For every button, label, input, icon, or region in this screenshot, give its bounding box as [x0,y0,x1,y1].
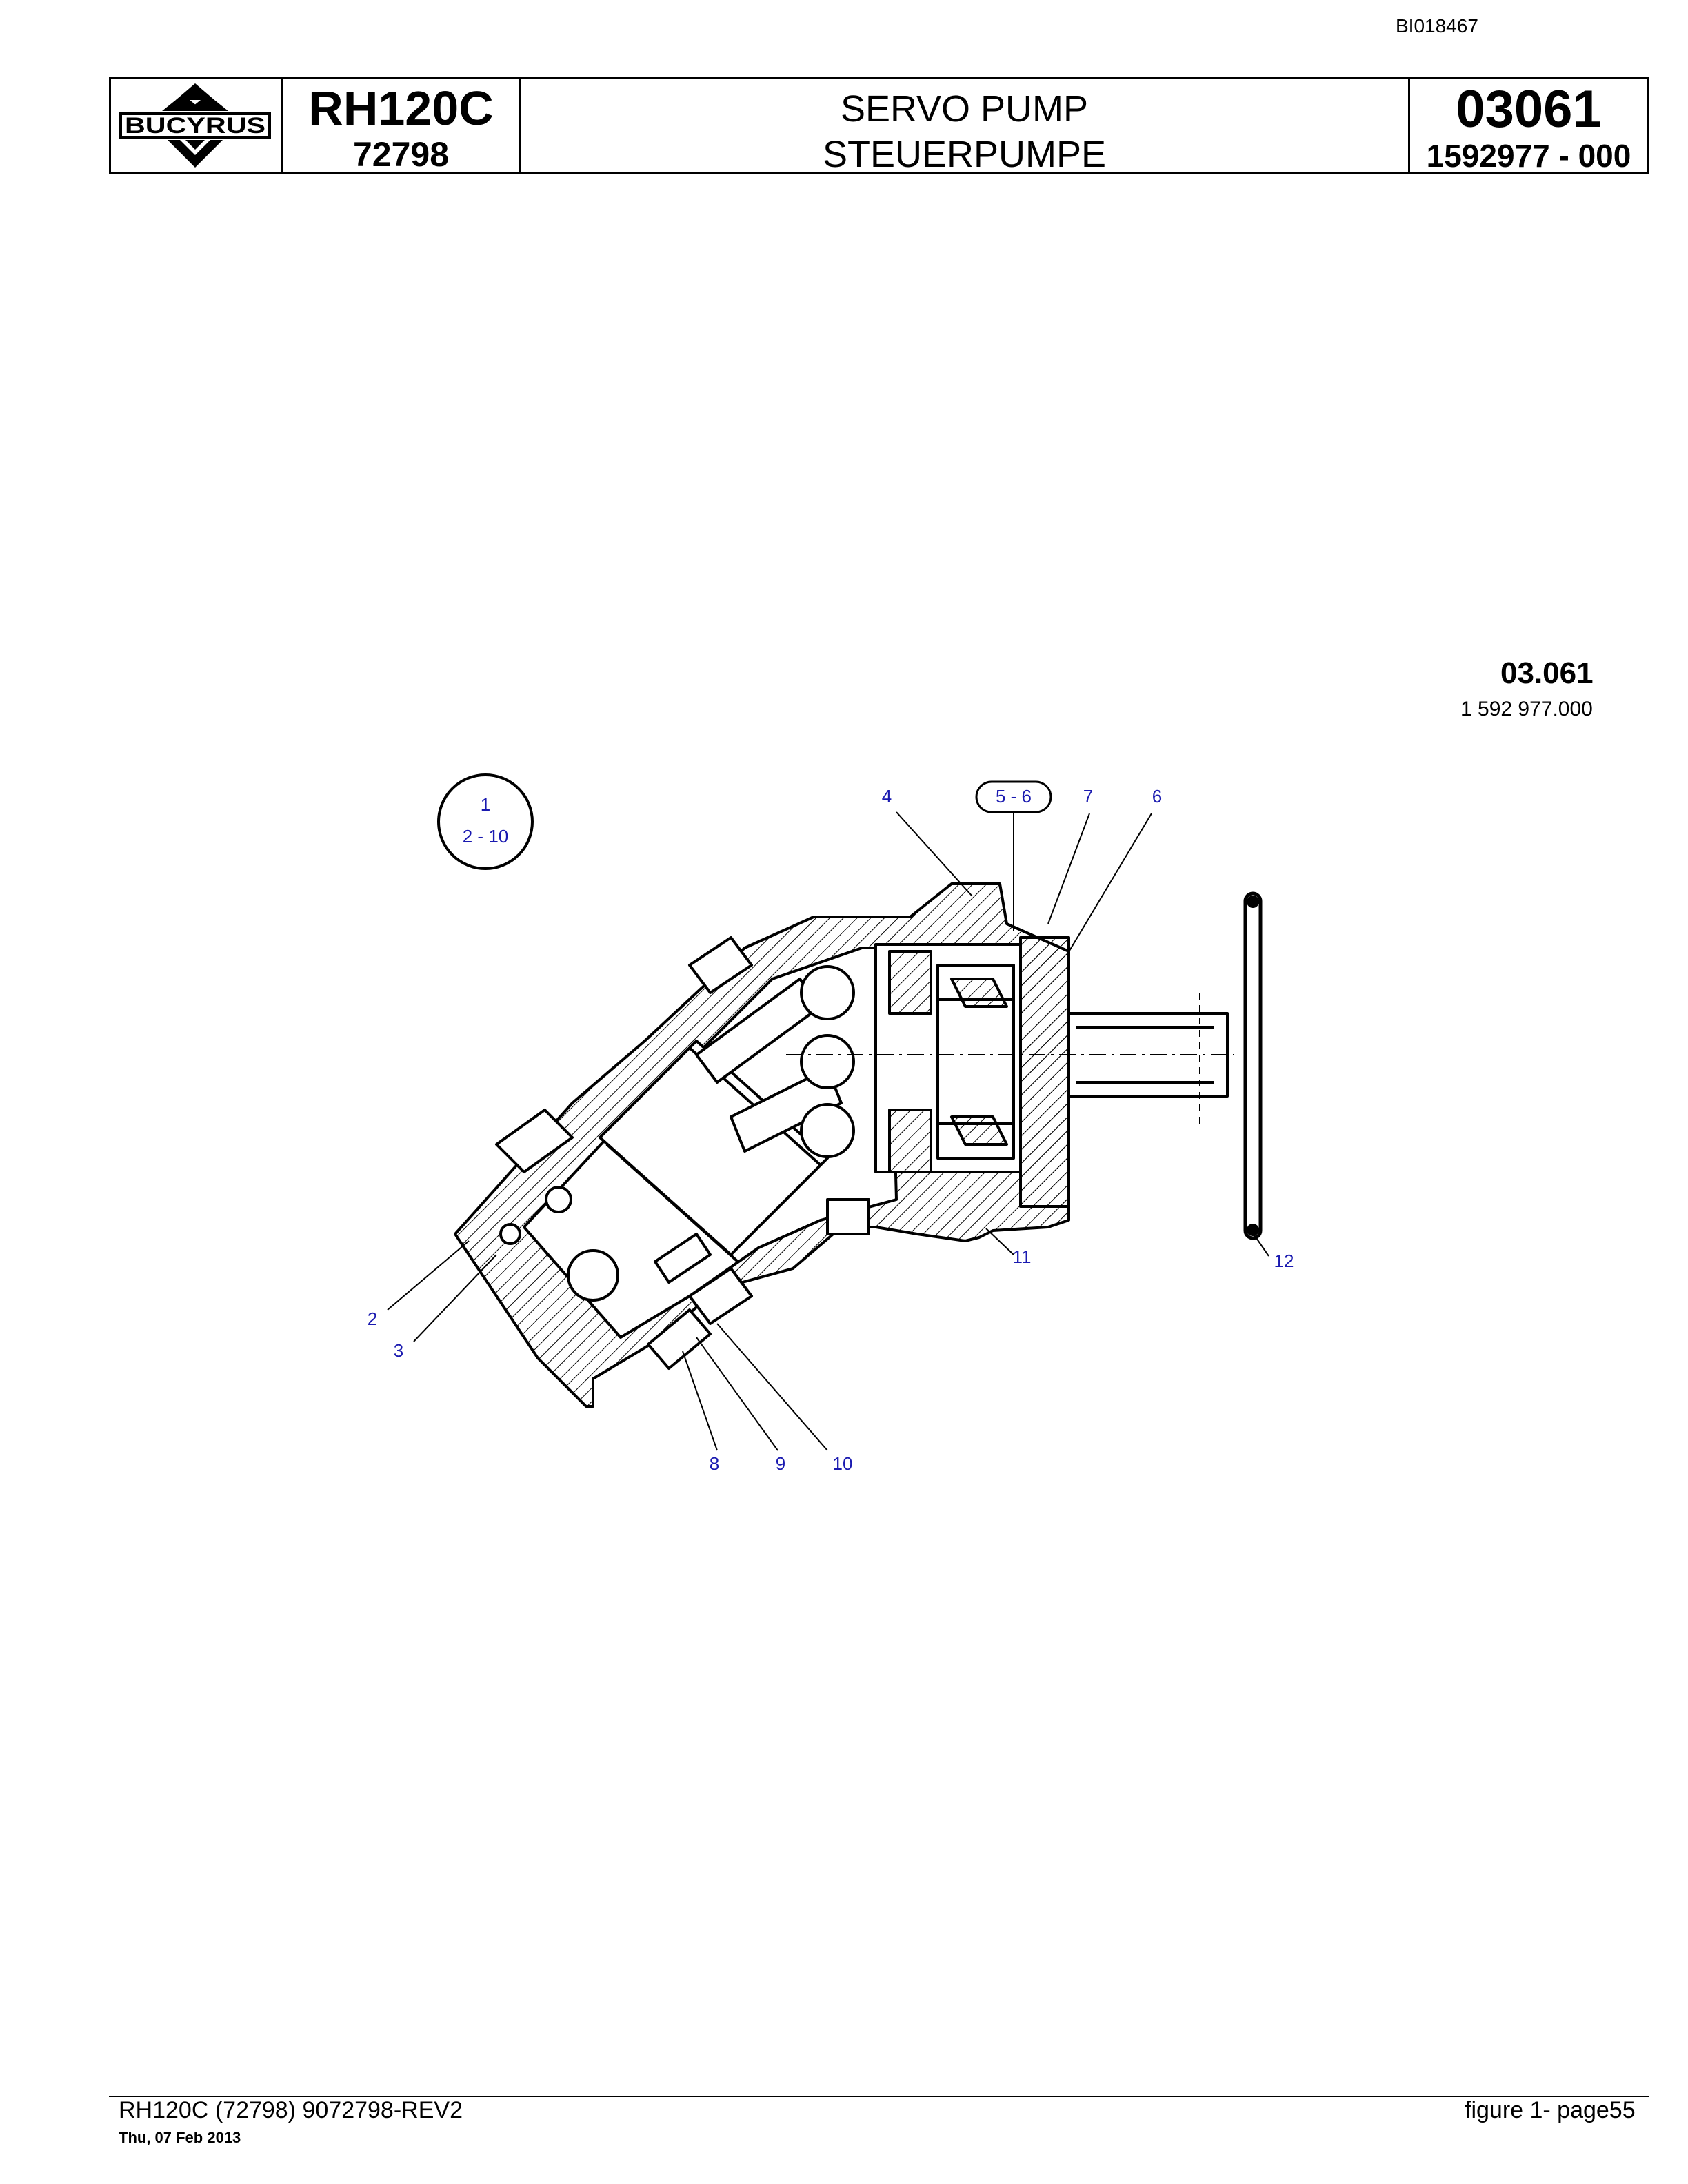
pump-cross-section [454,882,1234,1408]
callout-12: 12 [1274,1251,1294,1271]
callout-6: 6 [1152,786,1162,807]
group-cell: 03061 1592977 - 000 [1410,79,1647,174]
callout-9: 9 [776,1453,785,1474]
footer-document-ref: RH120C (72798) 9072798-REV2 [119,2097,463,2123]
title-block: BUCYRUS RH120C 72798 SERVO PUMP STEUERPU… [109,77,1649,175]
model-cell: RH120C 72798 [283,79,521,174]
o-ring-part [1243,891,1263,1240]
bucyrus-logo-icon: BUCYRUS [119,83,271,168]
callout-5-6: 5 - 6 [996,786,1032,807]
leader-lines [387,811,1269,1451]
part-number: 1592977 - 000 [1426,138,1631,174]
figure-group-code: 03.061 [1500,656,1594,690]
callout-11: 11 [1013,1246,1032,1267]
callout-10: 10 [833,1453,853,1474]
brand-logo-cell: BUCYRUS [111,79,283,172]
figure-part-code: 1 592 977.000 [1460,698,1593,720]
group-number: 03061 [1456,80,1602,139]
callout-4: 4 [882,786,892,807]
footer-date: Thu, 07 Feb 2013 [119,2129,241,2146]
title-english: SERVO PUMP [840,88,1089,130]
callout-7: 7 [1083,786,1093,807]
callout-2: 2 [368,1308,377,1329]
title-german: STEUERPUMPE [822,134,1107,175]
callout-3: 3 [394,1340,403,1361]
assembly-callout: 1 2 - 10 [437,774,534,870]
assembly-callout-top: 1 [481,794,490,815]
footer-divider [109,2096,1649,2097]
callout-labels: 4 5 - 6 7 6 11 12 2 3 8 9 10 [368,780,1294,1474]
callout-bubble [975,780,1052,813]
footer-page-ref: figure 1- page55 [1465,2097,1636,2123]
document-id: BI018467 [1396,15,1478,37]
serial-number: 72798 [352,135,450,174]
assembly-callout-bottom: 2 - 10 [463,826,509,847]
svg-text:BUCYRUS: BUCYRUS [125,113,265,138]
model-name: RH120C [308,81,494,135]
callout-8: 8 [710,1453,719,1474]
title-cell: SERVO PUMP STEUERPUMPE [521,79,1410,175]
